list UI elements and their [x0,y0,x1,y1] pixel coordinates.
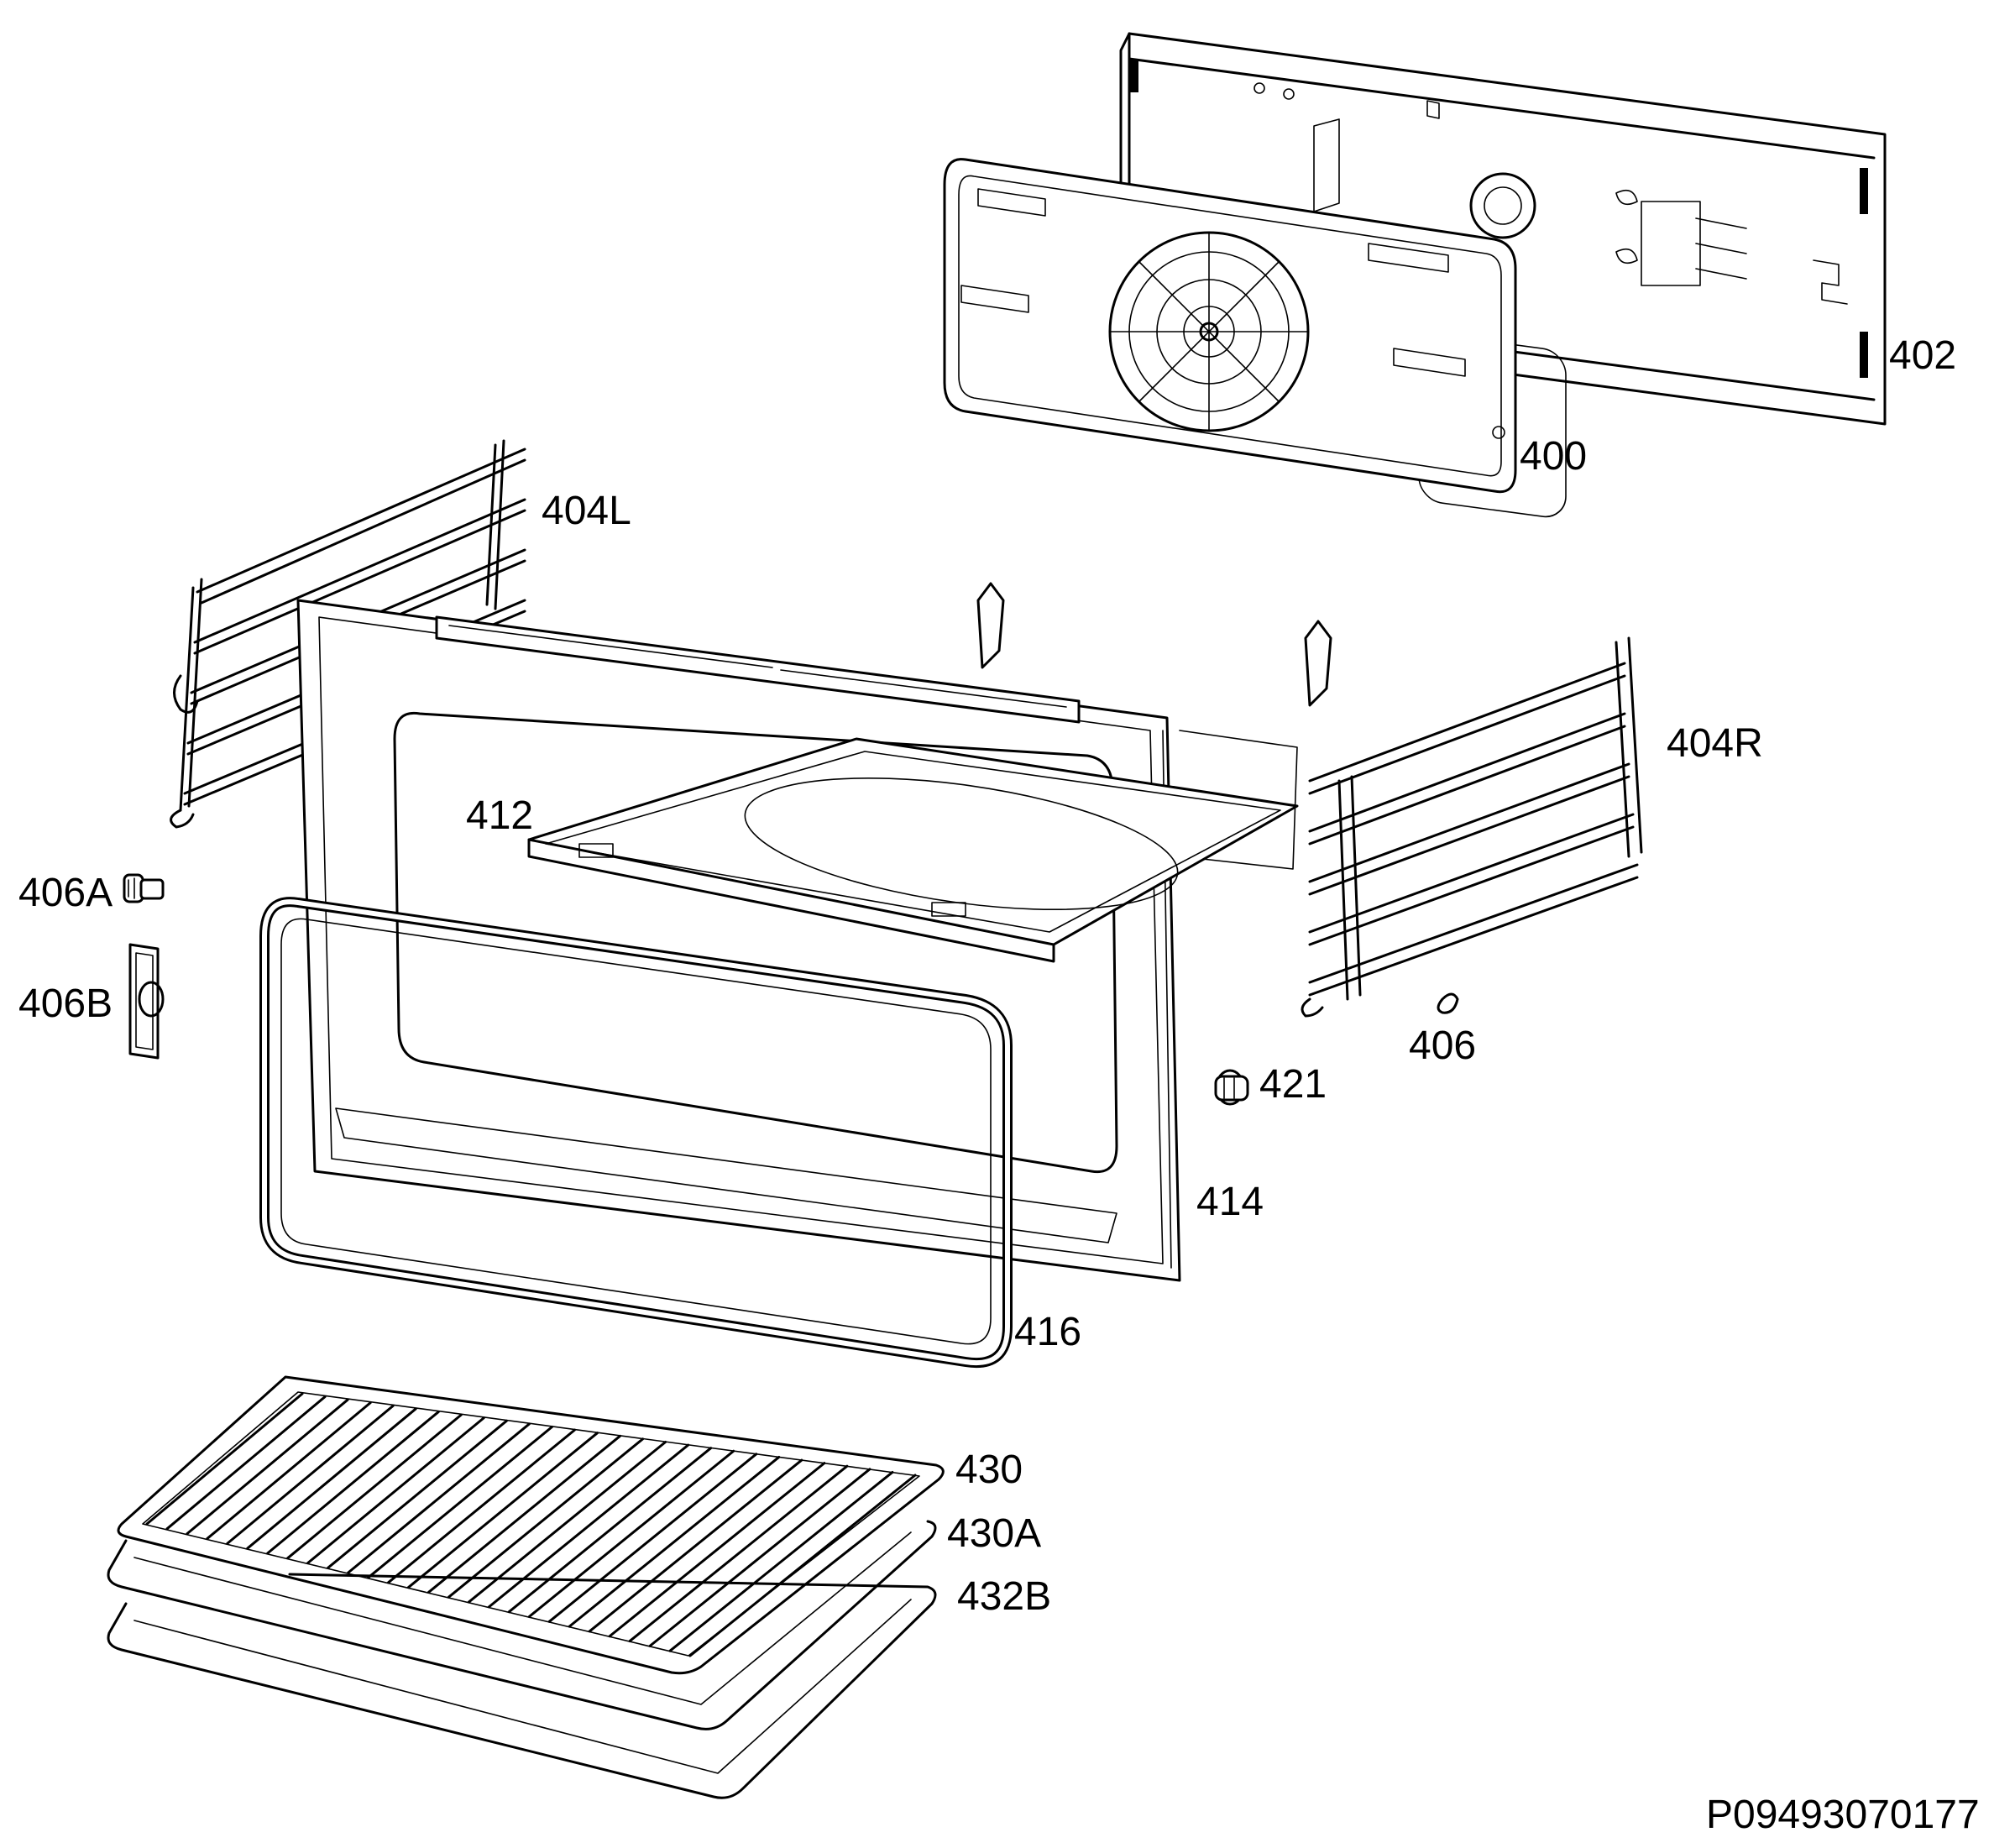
callout-406B: 406B [18,982,113,1026]
callout-406A: 406A [18,871,113,915]
wire-shelf-bar [165,1395,327,1531]
wire-shelf-bar [688,1474,917,1657]
callout-416: 416 [1014,1310,1082,1354]
part-430-wire-shelf [117,1375,945,1675]
wire-shelf-bar [507,1447,713,1614]
wire-shelf-bar [286,1413,463,1560]
callout-412: 412 [466,793,534,838]
wire-shelf-bar [427,1434,622,1594]
callout-421: 421 [1259,1062,1327,1107]
wire-shelf-bar [226,1404,395,1545]
wire-shelf-bar [668,1470,894,1652]
part-414-cavity-frame [296,582,1332,1282]
wire-shelf-bar [266,1411,440,1555]
callout-432B: 432B [957,1574,1052,1619]
wire-shelf-bar [186,1398,349,1536]
part-404R-right-shelf-support [1301,636,1643,1018]
wire-shelf-bar [527,1449,735,1618]
part-406-clip [1437,992,1459,1014]
wire-shelf-bar [568,1455,781,1628]
wire-shelf-bar [628,1464,849,1643]
part-430A-baking-tray [107,1520,937,1730]
wire-shelf-bar [347,1422,531,1574]
callout-404L: 404L [542,489,631,533]
wire-shelf-bar [327,1419,508,1569]
callout-402: 402 [1889,333,1957,378]
part-416-door-gasket [259,897,1013,1369]
wire-shelf-bar [306,1416,485,1565]
part-432B-baking-tray [107,1573,937,1799]
part-412-floor-element [527,737,1299,963]
part-406A-lamp-bulb [123,873,165,903]
callout-400: 400 [1520,434,1588,479]
callout-404R: 404R [1667,721,1763,766]
wire-shelf-bar [407,1432,599,1589]
document-code: P09493070177 [1706,1793,1980,1837]
part-421-lamp [1214,1069,1249,1106]
callout-430: 430 [955,1448,1023,1492]
wire-shelf-bar [608,1462,826,1638]
part-400-fan-cover [943,158,1517,494]
wire-shelf-bar [547,1453,758,1623]
wire-shelf-bar [246,1407,417,1550]
wire-shelf-bar [588,1458,803,1633]
wire-shelf-bar [467,1440,667,1604]
callout-414: 414 [1196,1180,1264,1224]
callout-430A: 430A [947,1511,1042,1556]
wire-shelf-bar [145,1392,304,1526]
callout-406: 406 [1409,1023,1477,1068]
part-406B-lamp-holder [128,943,165,1060]
wire-shelf-bar [367,1426,553,1579]
wire-shelf-bar [206,1401,372,1540]
wire-shelf-bar [648,1468,871,1647]
wire-shelf-bar [447,1437,645,1599]
wire-shelf-bar [387,1428,576,1584]
